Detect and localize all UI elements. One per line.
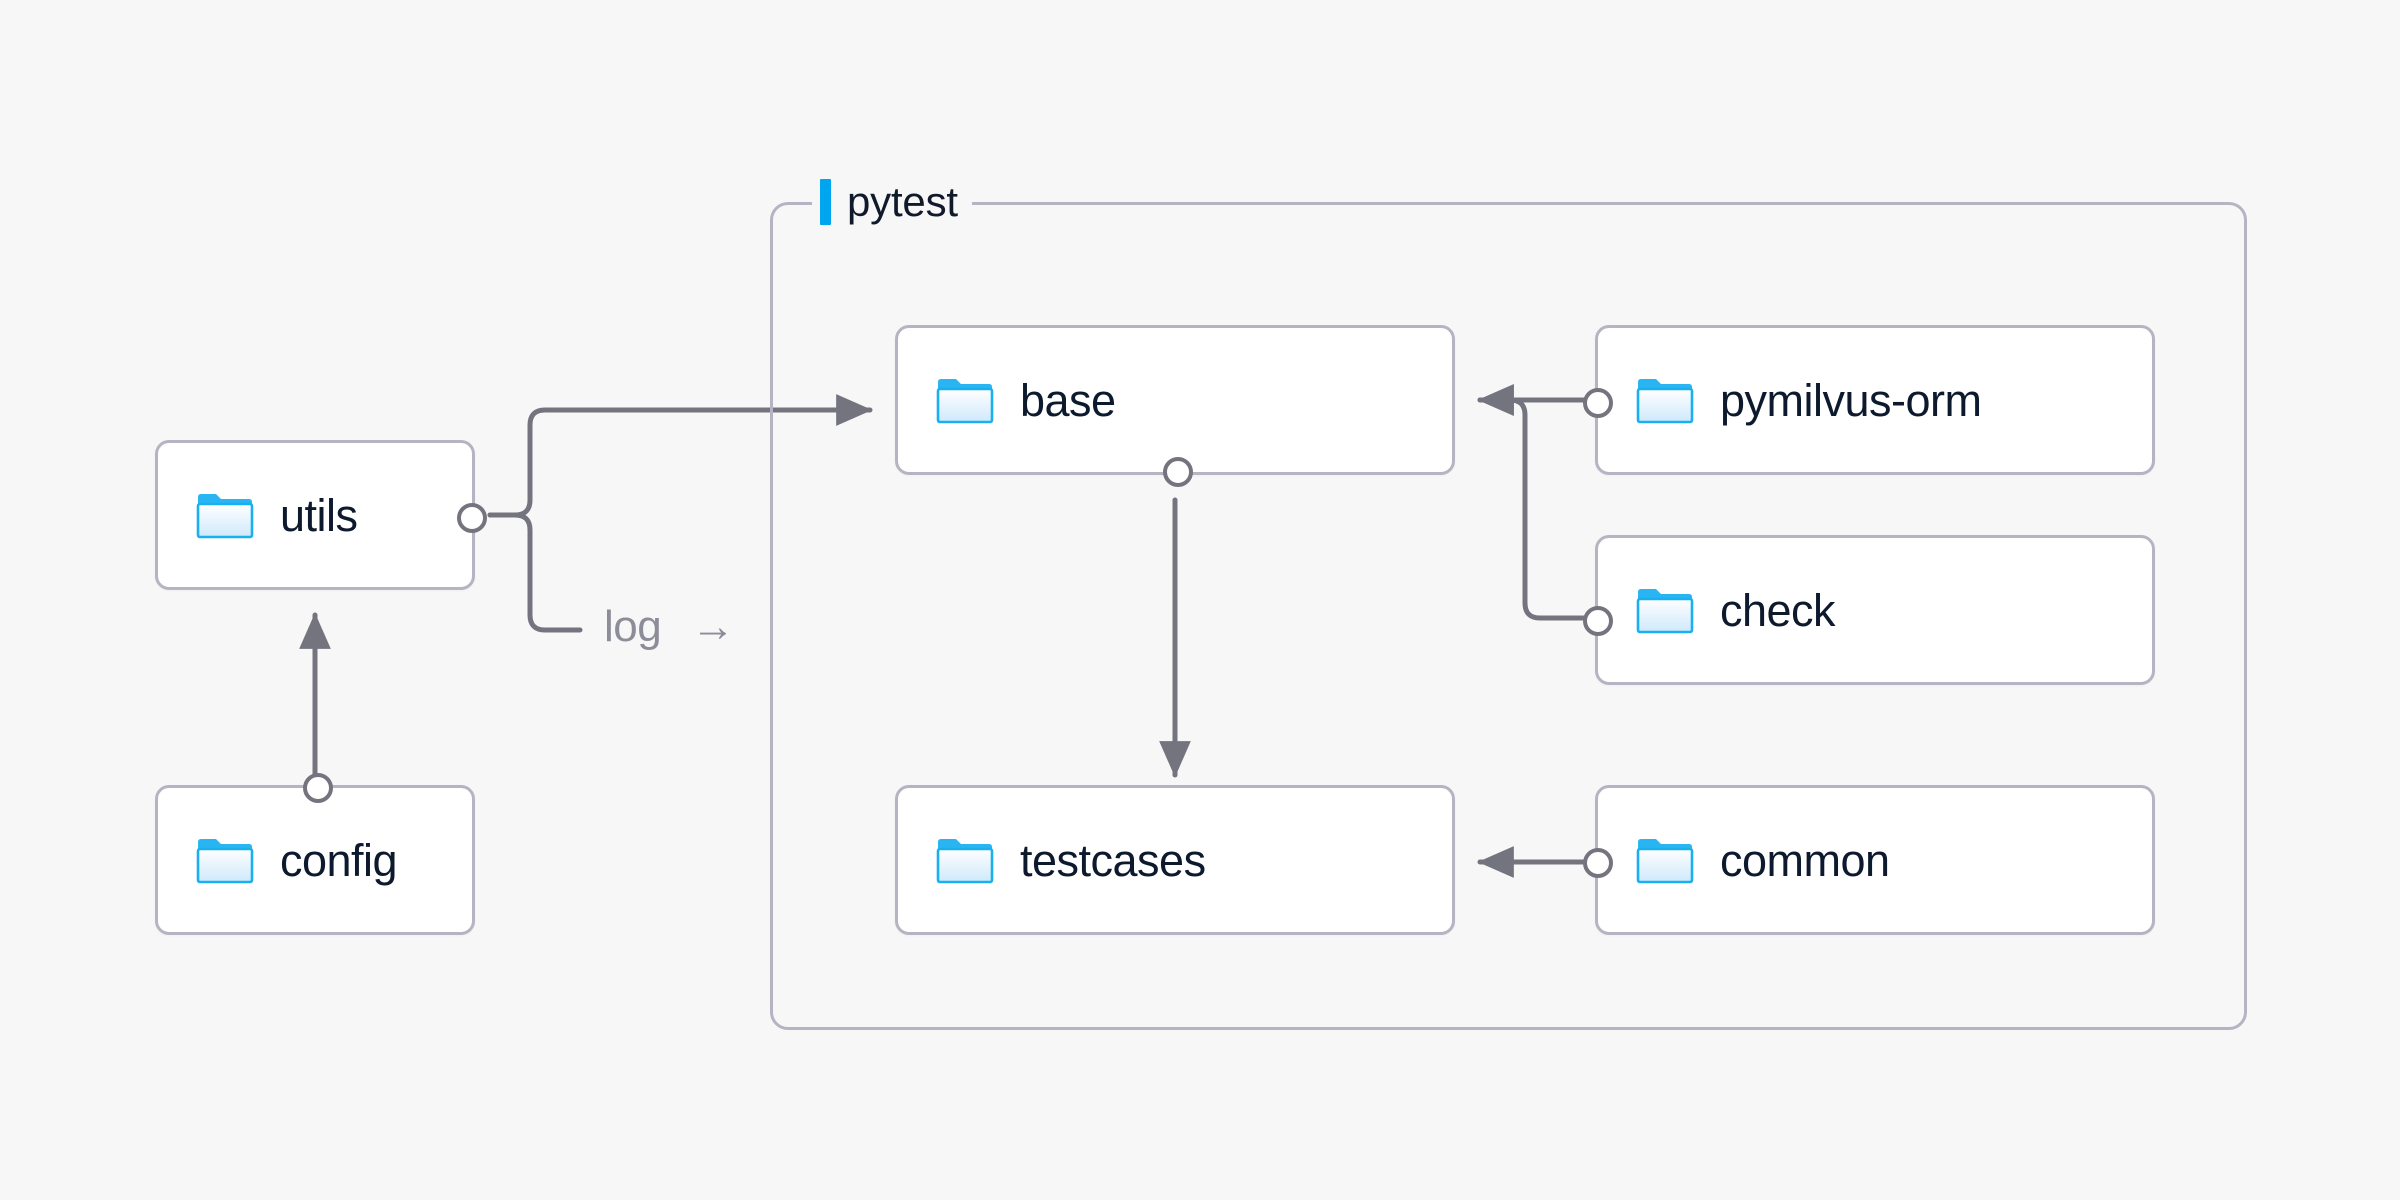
node-label: common bbox=[1720, 834, 1890, 886]
group-pytest[interactable] bbox=[770, 202, 2247, 1030]
port-pymilvus-orm-left[interactable] bbox=[1583, 388, 1613, 418]
folder-icon bbox=[936, 836, 994, 884]
node-utils[interactable]: utils bbox=[155, 440, 487, 590]
node-label: base bbox=[1020, 374, 1116, 426]
node-testcases[interactable]: testcases bbox=[895, 785, 1455, 935]
node-pymilvus-orm[interactable]: pymilvus-orm bbox=[1583, 325, 2155, 475]
port-common-left[interactable] bbox=[1583, 848, 1613, 878]
node-common[interactable]: common bbox=[1583, 785, 2155, 935]
edge-label-log-text: log bbox=[604, 602, 662, 651]
group-pytest-label: pytest bbox=[812, 174, 972, 230]
node-check[interactable]: check bbox=[1583, 535, 2155, 685]
node-label: check bbox=[1720, 584, 1836, 636]
port-base-bottom[interactable] bbox=[1163, 457, 1193, 487]
folder-icon bbox=[196, 491, 254, 539]
port-config-top[interactable] bbox=[303, 773, 333, 803]
node-label: pymilvus-orm bbox=[1720, 374, 1982, 426]
node-config[interactable]: config bbox=[155, 773, 475, 935]
node-label: utils bbox=[280, 489, 358, 541]
node-label: config bbox=[280, 834, 398, 886]
folder-icon bbox=[1636, 836, 1694, 884]
group-title: pytest bbox=[847, 178, 958, 225]
folder-icon bbox=[196, 836, 254, 884]
port-utils-right[interactable] bbox=[457, 503, 487, 533]
node-label: testcases bbox=[1020, 834, 1206, 886]
folder-icon bbox=[1636, 586, 1694, 634]
port-check-left[interactable] bbox=[1583, 606, 1613, 636]
edge-label-log: log → bbox=[598, 602, 741, 651]
folder-icon bbox=[1636, 376, 1694, 424]
folder-icon bbox=[936, 376, 994, 424]
node-base[interactable]: base bbox=[895, 325, 1455, 487]
group-accent-bar bbox=[820, 179, 831, 225]
edge-utils-log bbox=[487, 512, 583, 633]
arrow-right-icon: → bbox=[690, 602, 735, 651]
